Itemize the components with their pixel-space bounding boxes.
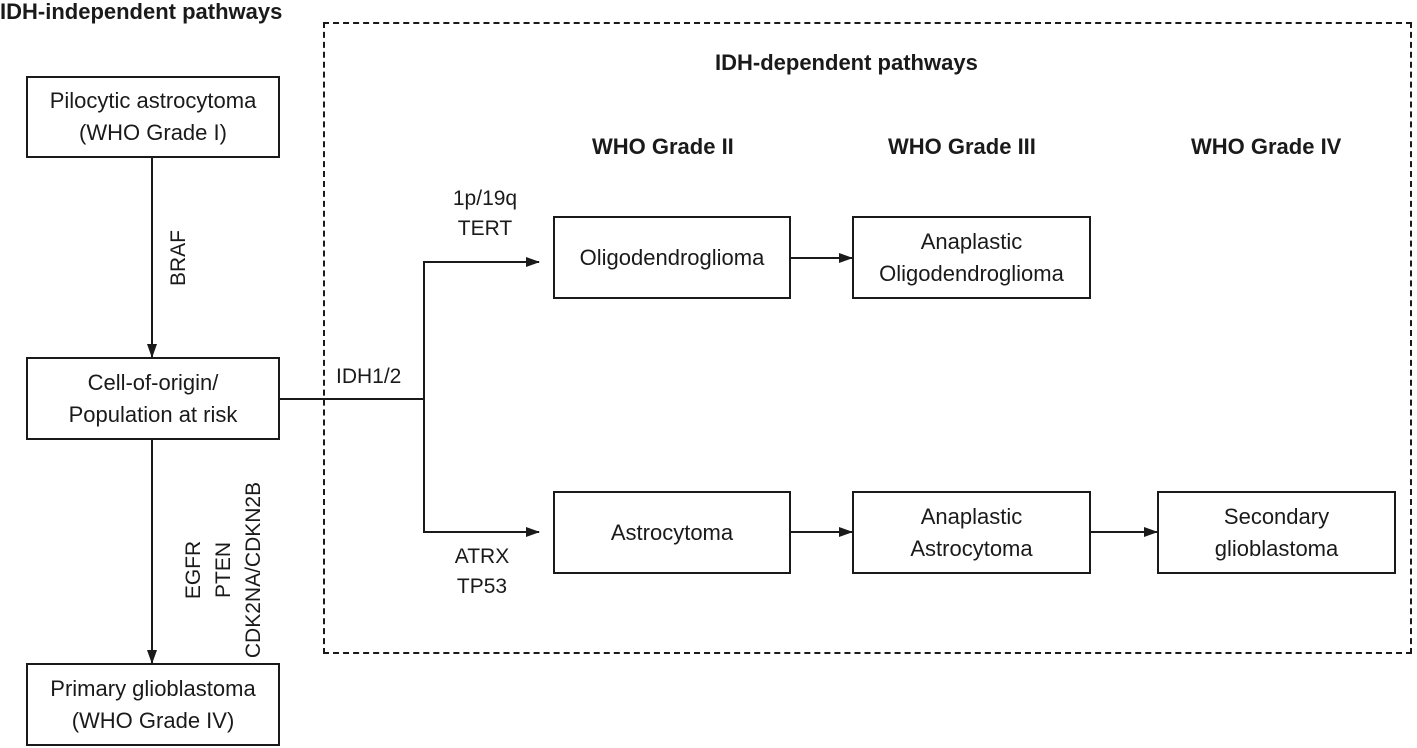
marker-tp53: TP53 [456,575,508,598]
box-line: Anaplastic [920,503,1023,529]
primary-glioblastoma-box: Primary glioblastoma (WHO Grade IV) [26,663,280,746]
box-line: Population at risk [68,401,238,427]
box-line: (WHO Grade IV) [71,707,235,733]
box-line: Astrocytoma [610,519,734,545]
idh-label: IDH1/2 [336,365,402,388]
box-line: Anaplastic [920,228,1023,254]
cell-of-origin-box: Cell-of-origin/ Population at risk [26,357,280,440]
marker-egfr: EGFR [182,540,205,600]
marker-atrx: ATRX [454,545,510,568]
braf-label: BRAF [167,230,190,287]
idh-dependent-region [323,22,1412,654]
box-line: Oligodendroglioma [879,260,1064,286]
grade-ii-header: WHO Grade II [592,134,734,159]
marker-tert: TERT [457,217,513,240]
oligodendroglioma-box: Oligodendroglioma [553,216,791,299]
primary-markers-label: EGFR PTEN CDK2NA/CDKN2B [179,460,269,680]
astro-markers-label: ATRX TP53 [432,542,532,602]
astrocytoma-box: Astrocytoma [553,491,791,574]
marker-1p19q: 1p/19q [452,187,518,210]
idh-dependent-title: IDH-dependent pathways [715,50,978,75]
oligo-markers-label: 1p/19q TERT [435,184,535,244]
box-line: (WHO Grade I) [79,120,227,145]
pilocytic-astrocytoma-box: Pilocytic astrocytoma (WHO Grade I) [26,76,280,158]
box-line: glioblastoma [1214,535,1339,561]
secondary-glioblastoma-box: Secondary glioblastoma [1157,491,1396,574]
box-line: Astrocytoma [910,535,1033,561]
idh-independent-title: IDH-independent pathways [0,0,283,24]
box-line: Cell-of-origin/ [87,369,219,395]
marker-cdkn2: CDK2NA/CDKN2B [242,481,265,659]
box-line: Primary glioblastoma [50,675,256,701]
grade-iii-header: WHO Grade III [888,134,1036,159]
box-line: Pilocytic astrocytoma [49,88,257,113]
box-line: Secondary [1223,503,1330,529]
marker-pten: PTEN [212,542,235,599]
box-line: Oligodendroglioma [579,244,765,270]
anaplastic-astrocytoma-box: Anaplastic Astrocytoma [852,491,1091,574]
anaplastic-oligodendroglioma-box: Anaplastic Oligodendroglioma [852,216,1091,299]
grade-iv-header: WHO Grade IV [1191,134,1342,159]
